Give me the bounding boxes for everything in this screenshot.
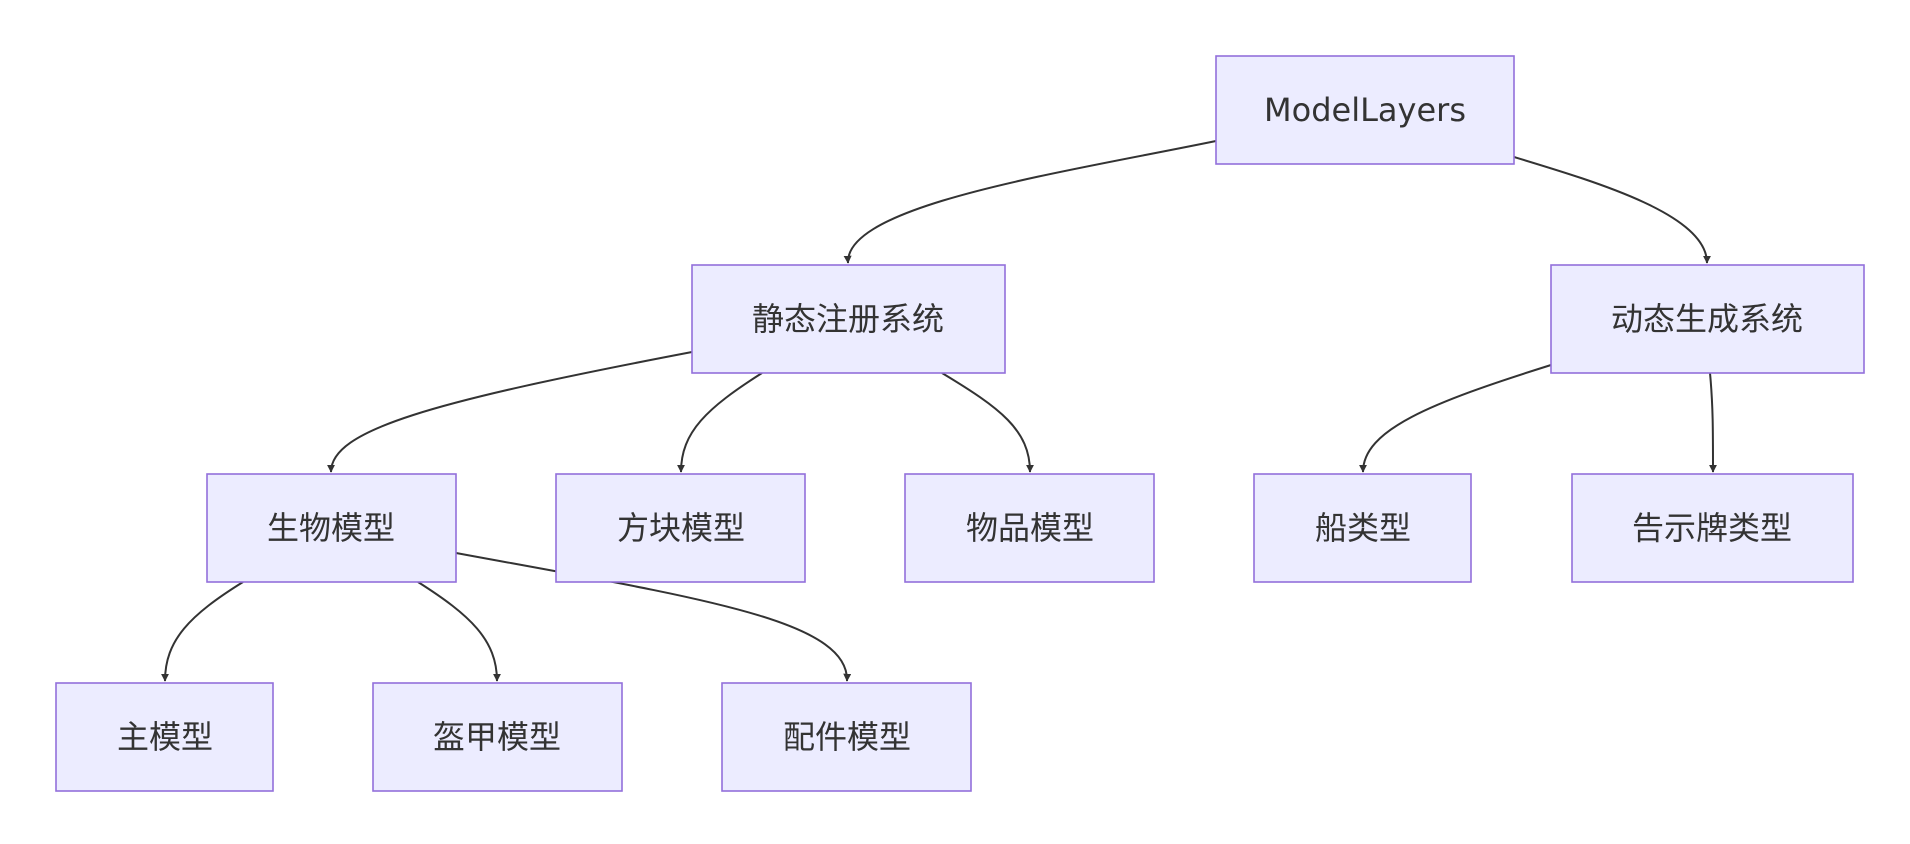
node-item-model-label: 物品模型	[966, 509, 1094, 547]
node-static-registration-system-label: 静态注册系统	[752, 300, 944, 338]
edge-entity-to-armor	[417, 581, 501, 682]
edge-root-to-dynamic	[1513, 156, 1711, 264]
node-item-model[interactable]: 物品模型	[904, 473, 1155, 583]
node-accessory-model[interactable]: 配件模型	[721, 682, 972, 792]
nodes: ModelLayers 静态注册系统 动态生成系统 生物模型 方块模型 物品模型…	[55, 55, 1865, 792]
node-modellayers[interactable]: ModelLayers	[1215, 55, 1515, 165]
edge-entity-to-main	[161, 581, 244, 682]
edge-dynamic-to-boat	[1359, 364, 1552, 473]
edge-root-to-static	[843, 140, 1217, 264]
node-boat-type-label: 船类型	[1315, 509, 1411, 547]
node-entity-model[interactable]: 生物模型	[206, 473, 457, 583]
node-modellayers-label: ModelLayers	[1264, 91, 1466, 129]
node-accessory-model-label: 配件模型	[783, 718, 911, 756]
node-main-model-label: 主模型	[117, 718, 213, 756]
edge-entity-to-accessory	[455, 552, 852, 682]
node-armor-model[interactable]: 盔甲模型	[372, 682, 623, 792]
edge-static-to-item	[941, 372, 1034, 473]
edge-static-to-entity	[327, 351, 693, 473]
edges	[161, 140, 1717, 682]
node-dynamic-generation-system[interactable]: 动态生成系统	[1550, 264, 1865, 374]
node-block-model-label: 方块模型	[617, 509, 745, 547]
node-armor-model-label: 盔甲模型	[433, 718, 561, 756]
edge-dynamic-to-sign	[1708, 372, 1717, 473]
node-entity-model-label: 生物模型	[267, 509, 395, 547]
node-main-model[interactable]: 主模型	[55, 682, 274, 792]
node-dynamic-generation-system-label: 动态生成系统	[1611, 300, 1803, 338]
node-boat-type[interactable]: 船类型	[1253, 473, 1472, 583]
edge-static-to-block	[677, 372, 763, 473]
node-sign-type-label: 告示牌类型	[1632, 509, 1792, 547]
node-block-model[interactable]: 方块模型	[555, 473, 806, 583]
node-sign-type[interactable]: 告示牌类型	[1571, 473, 1854, 583]
node-static-registration-system[interactable]: 静态注册系统	[691, 264, 1006, 374]
